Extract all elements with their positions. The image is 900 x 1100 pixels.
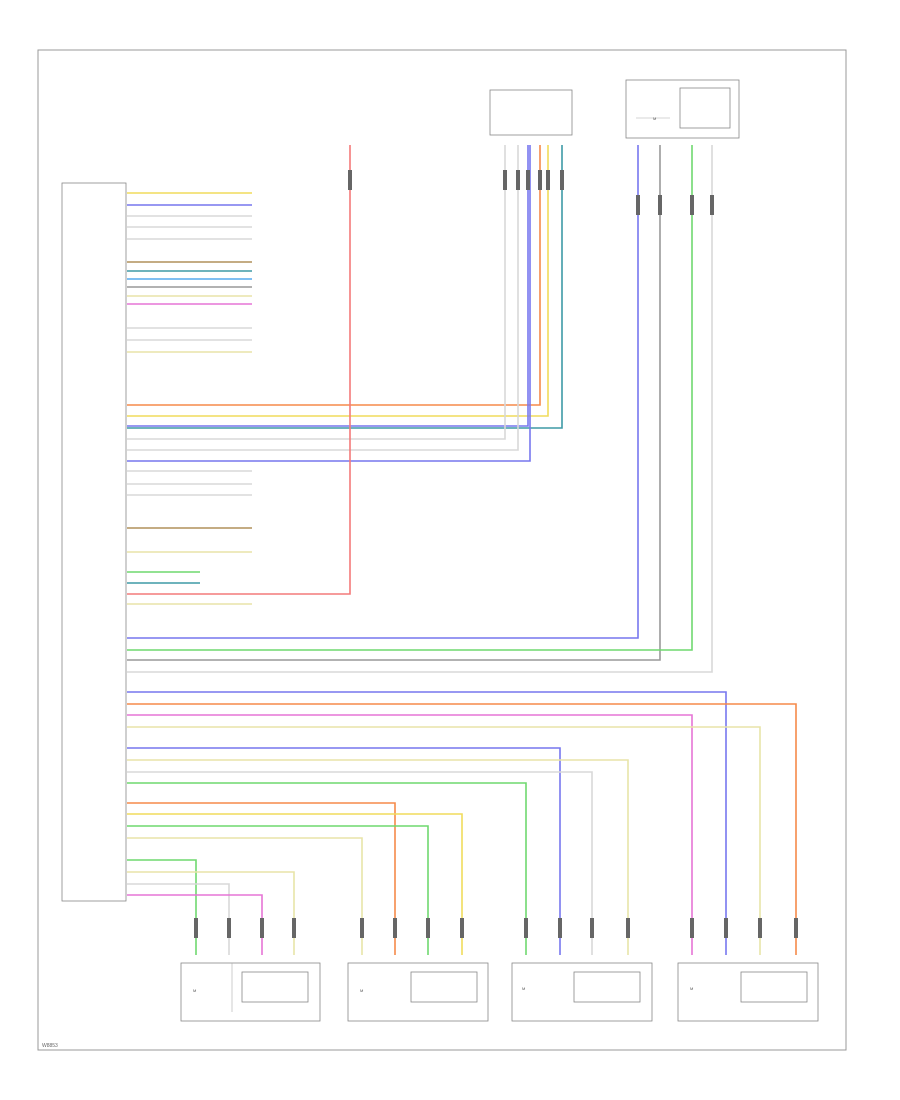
control-module bbox=[61, 182, 127, 902]
pin-bottom-6 bbox=[426, 918, 430, 938]
pin-bottom-3 bbox=[292, 918, 296, 938]
wire-gray-topright bbox=[127, 145, 661, 661]
wire-green-m3 bbox=[127, 782, 527, 955]
pin-bottom-7 bbox=[460, 918, 464, 938]
wire-blue2-top bbox=[127, 145, 531, 462]
motor-1-label: M bbox=[193, 988, 196, 993]
wire-blue-topright bbox=[127, 145, 639, 639]
pin-bottom-10 bbox=[590, 918, 594, 938]
wire-blue-top bbox=[127, 145, 529, 427]
top-motor-label: M bbox=[653, 116, 656, 121]
motor-2-label: M bbox=[360, 988, 363, 993]
pin-bottom-15 bbox=[794, 918, 798, 938]
wire-ly-m2 bbox=[127, 837, 363, 955]
top-connector-module bbox=[489, 89, 573, 136]
pin-bottom-0 bbox=[194, 918, 198, 938]
pin-top-4 bbox=[546, 170, 550, 190]
pin-bottom-12 bbox=[690, 918, 694, 938]
pin-topright-1 bbox=[658, 195, 662, 215]
pin-top-3 bbox=[538, 170, 542, 190]
motor-3-label: M bbox=[522, 986, 525, 991]
pin-topright-3 bbox=[710, 195, 714, 215]
wire-yellow-top bbox=[127, 145, 549, 417]
pin-bottom-13 bbox=[724, 918, 728, 938]
wire-blue-m3 bbox=[127, 747, 561, 955]
pin-bottom-11 bbox=[626, 918, 630, 938]
wire-teal-top bbox=[127, 145, 563, 429]
top-right-motor-module bbox=[625, 79, 740, 139]
wire-yellow-m2 bbox=[127, 813, 463, 955]
wire-green-topright bbox=[127, 145, 693, 651]
pin-top-1 bbox=[516, 170, 520, 190]
wire-white-topright bbox=[127, 145, 713, 673]
wire-ly-m4 bbox=[127, 726, 761, 955]
pin-bottom-14 bbox=[758, 918, 762, 938]
motor-module-3 bbox=[511, 962, 653, 1022]
wires bbox=[127, 145, 797, 955]
wire-pink-m4 bbox=[127, 714, 693, 955]
pin-red bbox=[348, 170, 352, 190]
pin-bottom-5 bbox=[393, 918, 397, 938]
diagram-frame bbox=[37, 49, 847, 1051]
wire-ly-m3 bbox=[127, 759, 629, 955]
wire-white-m3 bbox=[127, 771, 593, 955]
wire-orange-top bbox=[127, 145, 541, 406]
motor-module-2 bbox=[347, 962, 489, 1022]
wire-red-top bbox=[127, 145, 351, 595]
pin-topright-0 bbox=[636, 195, 640, 215]
pin-markers bbox=[194, 170, 798, 938]
diagram-code: W8853 bbox=[42, 1043, 58, 1049]
pin-bottom-4 bbox=[360, 918, 364, 938]
pin-bottom-1 bbox=[227, 918, 231, 938]
wire-orange-m2 bbox=[127, 802, 396, 955]
motor-4-label: M bbox=[690, 986, 693, 991]
top-right-motor-inner bbox=[679, 87, 731, 129]
wire-white-top bbox=[127, 145, 506, 440]
pin-top-2 bbox=[526, 170, 530, 190]
motor-module-4 bbox=[677, 962, 819, 1022]
pin-bottom-9 bbox=[558, 918, 562, 938]
pin-top-5 bbox=[560, 170, 564, 190]
wire-green-m2 bbox=[127, 825, 429, 955]
wire-orange-m4 bbox=[127, 703, 797, 955]
wire-blue-m4 bbox=[127, 691, 727, 955]
motor-module-1 bbox=[180, 962, 321, 1022]
pin-bottom-2 bbox=[260, 918, 264, 938]
pin-bottom-8 bbox=[524, 918, 528, 938]
wire-green-m1 bbox=[127, 859, 197, 955]
pin-topright-2 bbox=[690, 195, 694, 215]
pin-top-0 bbox=[503, 170, 507, 190]
wire-white2-top bbox=[127, 145, 519, 451]
